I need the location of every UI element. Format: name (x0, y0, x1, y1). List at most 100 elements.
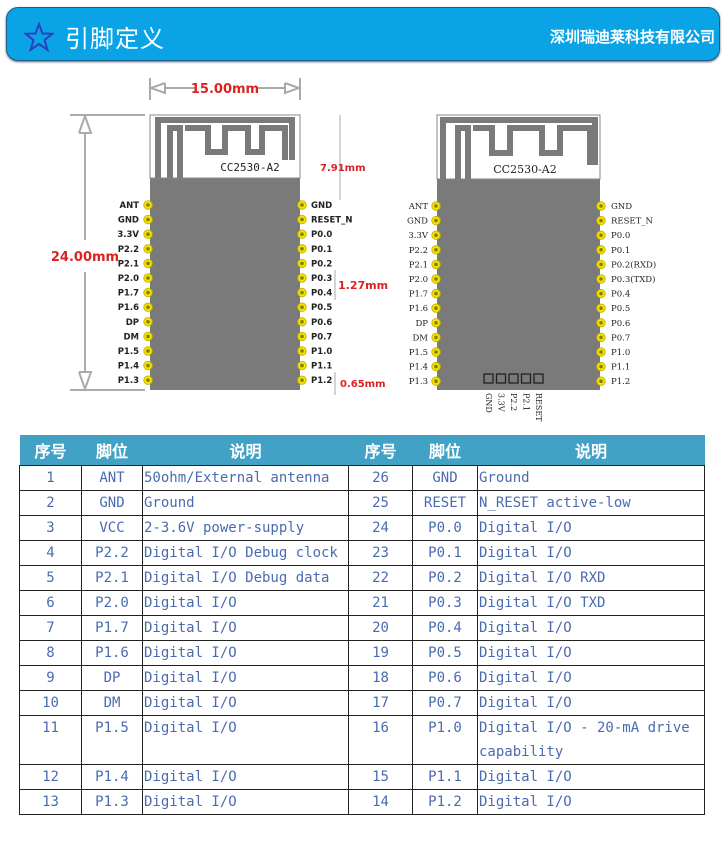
pin-number: 24 (348, 515, 413, 541)
debug-pad-label: P2.1 (522, 393, 531, 411)
pin-number: 16 (348, 715, 413, 765)
pin-label: RESET_N (611, 217, 654, 227)
pin-label: P2.0 (409, 275, 428, 285)
pin-label: P1.0 (611, 348, 630, 358)
pin-label: P0.6 (611, 319, 630, 329)
debug-pad (508, 373, 519, 384)
pin-label: P1.6 (118, 303, 139, 313)
pin-label: P1.5 (118, 347, 139, 357)
pin-label: GND (611, 202, 632, 212)
pitch-dimension: 1.27mm (338, 279, 388, 292)
pin-label: P0.1 (311, 245, 332, 255)
pin-label: P2.1 (409, 260, 428, 270)
pin-label: P0.6 (311, 318, 332, 328)
pin-pad-hole (599, 262, 603, 267)
pin-pad-hole (146, 334, 150, 339)
debug-pad-label: RESET (534, 393, 543, 422)
pin-pad-hole (434, 277, 438, 281)
pinout-diagrams: CC2530-A2 15.00mm 24.00mm 7.91mm 1.27mm … (51, 78, 656, 422)
pin-pad-hole (599, 364, 603, 369)
pin-pad-hole (599, 248, 603, 252)
pin-label: P1.0 (311, 347, 332, 357)
pin-name: P1.4 (81, 764, 143, 790)
pin-label: P0.3(TXD) (611, 274, 655, 285)
pin-description: Digital I/O (142, 615, 349, 641)
pin-name: P2.0 (81, 590, 143, 616)
company-name: 深圳瑞迪莱科技有限公司 (549, 28, 715, 46)
pin-name: DM (81, 690, 143, 716)
antenna-dimension: 7.91mm (320, 163, 366, 174)
pin-number: 4 (19, 540, 82, 566)
pin-label: GND (311, 201, 332, 211)
pin-name: P0.2 (412, 565, 478, 591)
pin-description: Digital I/O (477, 789, 705, 815)
pin-pad-hole (300, 290, 304, 295)
pin-name: P0.7 (412, 690, 478, 716)
pin-pad-hole (599, 218, 603, 223)
header-pin: 脚位 (412, 435, 478, 466)
pin-description: Digital I/O (142, 590, 349, 616)
pin-label: P0.0 (611, 231, 630, 241)
pin-name: P0.4 (412, 615, 478, 641)
pin-number: 21 (348, 590, 413, 616)
pin-description: Digital I/O (477, 640, 705, 666)
pin-pad-hole (300, 363, 304, 368)
pin-description: Ground (477, 465, 705, 491)
pin-description: Digital I/O TXD (477, 590, 705, 616)
pin-pad-hole (599, 335, 603, 340)
pin-description: Digital I/O (477, 764, 705, 790)
pin-name: P1.6 (81, 640, 143, 666)
module-model: CC2530-A2 (493, 163, 557, 176)
pin-pad-hole (146, 378, 150, 383)
pin-label: GND (118, 216, 139, 226)
pin-label: RESET_N (311, 216, 352, 226)
pin-name: VCC (81, 515, 143, 541)
pin-pad-hole (300, 217, 304, 222)
module-right: CC2530-A2 ANTGND3.3VP2.2P2.1P2.0P1.7P1.6… (407, 114, 656, 422)
pin-pad-hole (300, 378, 304, 383)
module-left: CC2530-A2 15.00mm 24.00mm 7.91mm 1.27mm … (51, 78, 388, 395)
pin-label: P1.2 (311, 376, 332, 386)
star-icon (24, 22, 54, 52)
pin-pad-hole (146, 217, 150, 222)
debug-pad-label: 3.3V (497, 393, 506, 412)
width-dimension: 15.00mm (191, 82, 259, 97)
pin-number: 2 (19, 490, 82, 516)
pin-pad-hole (434, 350, 438, 354)
pin-description: Digital I/O (477, 540, 705, 566)
pin-pad-hole (146, 290, 150, 295)
pin-number: 6 (19, 590, 82, 616)
header-pin: 脚位 (81, 435, 143, 466)
pin-name: GND (81, 490, 143, 516)
table-header-row: 序号 脚位 说明 序号 脚位 说明 (19, 435, 705, 466)
pin-pad-hole (300, 232, 304, 236)
pin-description: Ground (142, 490, 349, 516)
pin-number: 26 (348, 465, 413, 491)
pin-pad-hole (300, 261, 304, 266)
pin-description: N_RESET active-low (477, 490, 705, 516)
pin-name: P0.6 (412, 665, 478, 691)
header-desc: 说明 (142, 435, 349, 466)
pin-description: Digital I/O (142, 665, 349, 691)
pin-pad-hole (146, 232, 150, 236)
pin-pad-hole (300, 276, 304, 280)
pin-name: P0.0 (412, 515, 478, 541)
pin-number: 5 (19, 565, 82, 591)
pin-number: 11 (19, 715, 82, 765)
pin-name: P1.5 (81, 715, 143, 765)
pin-pad-hole (599, 306, 603, 311)
pin-label: GND (407, 217, 428, 227)
pin-pad-hole (146, 363, 150, 368)
pin-description: Digital I/O - 20-mA drive capability (477, 715, 705, 765)
pin-pad-hole (434, 233, 438, 237)
pin-pad-hole (434, 262, 438, 267)
pin-label: P0.7 (311, 332, 332, 342)
pin-description: Digital I/O (142, 715, 349, 765)
pin-number: 23 (348, 540, 413, 566)
